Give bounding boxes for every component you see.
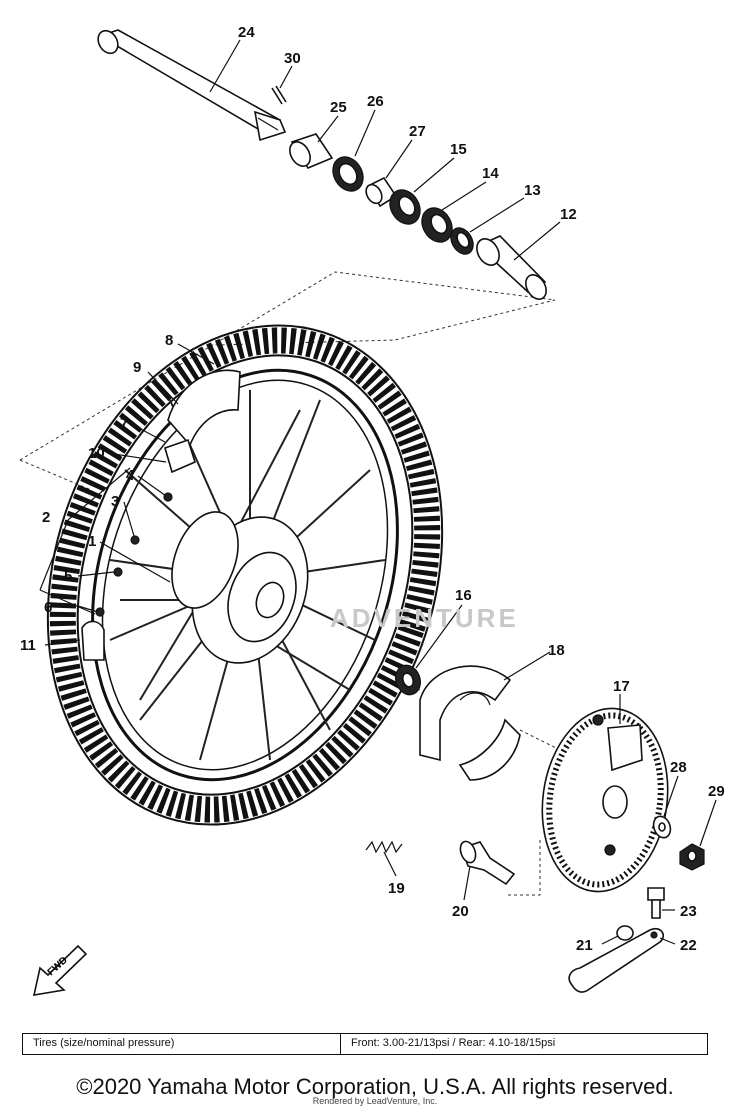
- callout-labels: 24 30 25 26 27 15 14 13 12 8 9 7 10 4 3 …: [20, 24, 725, 954]
- callout-16: 16: [455, 587, 472, 604]
- callout-3: 3: [111, 493, 119, 510]
- bearing-part-14: [421, 207, 453, 243]
- cam-shaft-part: [459, 840, 516, 886]
- fwd-arrow-icon: FWD: [32, 944, 88, 996]
- callout-7: 7: [120, 415, 128, 432]
- callout-4: 4: [126, 467, 135, 484]
- copyright-notice: ©2020 Yamaha Motor Corporation, U.S.A. A…: [76, 1074, 674, 1099]
- callout-29: 29: [708, 783, 725, 800]
- callout-12: 12: [560, 206, 577, 223]
- callout-2: 2: [42, 509, 50, 526]
- callout-27: 27: [409, 123, 426, 140]
- cam-lever-part: [568, 925, 665, 993]
- rendered-by-credit: Rendered by LeadVenture, Inc.: [312, 1096, 438, 1106]
- callout-25: 25: [330, 99, 347, 116]
- watermark-text: ADVENTURE: [330, 603, 519, 633]
- exploded-parts-diagram: FWD 24 30: [19, 24, 725, 996]
- callout-5: 5: [64, 568, 72, 585]
- brake-plate-part: [541, 707, 669, 893]
- callout-26: 26: [367, 93, 384, 110]
- callout-24: 24: [238, 24, 255, 41]
- bolt-part: [647, 887, 665, 919]
- callout-30: 30: [284, 50, 301, 67]
- spring-part: [365, 840, 403, 854]
- collar-part: [289, 133, 334, 170]
- leader-lines: [39, 39, 717, 945]
- callout-9: 9: [133, 359, 141, 376]
- tube-and-rim-band: [164, 369, 241, 474]
- spoke-fasteners: [95, 492, 173, 617]
- callout-10: 10: [88, 445, 105, 462]
- cotter-pin-part: [271, 85, 287, 105]
- callout-23: 23: [680, 903, 697, 920]
- callout-20: 20: [452, 903, 469, 920]
- callout-18: 18: [548, 642, 565, 659]
- callout-6: 6: [44, 599, 52, 616]
- tire-spec-value: Front: 3.00-21/13psi / Rear: 4.10-18/15p…: [351, 1037, 556, 1049]
- bearing-part-15: [389, 189, 421, 225]
- callout-28: 28: [670, 759, 687, 776]
- oil-seal-part: [332, 156, 364, 192]
- callout-17: 17: [613, 678, 630, 695]
- bearing-part-16: [395, 664, 421, 696]
- callout-21: 21: [576, 937, 593, 954]
- spacer-flange-part: [476, 235, 547, 300]
- callout-13: 13: [524, 182, 541, 199]
- circlip-part: [450, 227, 474, 255]
- tire-spec-table: Tires (size/nominal pressure) Front: 3.0…: [22, 1033, 708, 1055]
- callout-1: 1: [88, 533, 96, 550]
- washer-part: [652, 815, 672, 839]
- axle-part: [97, 29, 287, 142]
- brake-shoe-part: [419, 665, 521, 781]
- callout-15: 15: [450, 141, 467, 158]
- nut-part: [679, 843, 705, 871]
- callout-22: 22: [680, 937, 697, 954]
- spacer-part: [365, 176, 398, 208]
- callout-19: 19: [388, 880, 405, 897]
- callout-11: 11: [20, 637, 36, 654]
- callout-14: 14: [482, 165, 499, 182]
- callout-8: 8: [165, 332, 173, 349]
- rim-lock-part: [81, 620, 105, 661]
- hub: [171, 511, 309, 664]
- tire-spec-label: Tires (size/nominal pressure): [23, 1034, 341, 1054]
